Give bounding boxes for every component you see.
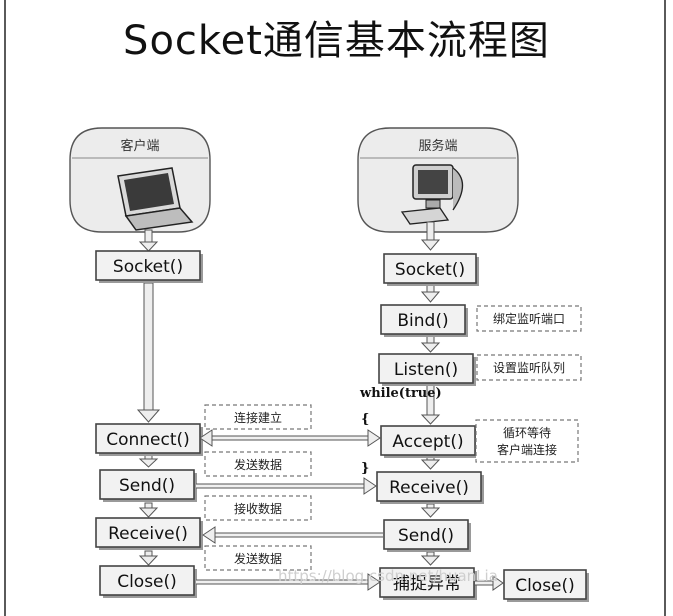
send-note-label: 发送数据 <box>234 457 282 472</box>
client-connect-box: Connect() <box>95 423 203 456</box>
server-bind-box: Bind() <box>380 304 468 337</box>
diagram-title: Socket通信基本流程图 <box>123 18 550 64</box>
server-send-box: Send() <box>383 519 471 552</box>
server-header-label: 服务端 <box>418 138 457 154</box>
server-accept-box: Accept() <box>380 425 478 458</box>
server-catch-label: 捕捉异常 <box>393 574 461 594</box>
watermark-text: https://blog.csdn.net/huanLia <box>278 567 498 585</box>
server-receive-box: Receive() <box>376 471 484 504</box>
server-close-label: Close() <box>515 576 575 596</box>
client-close-box: Close() <box>99 565 197 598</box>
accept-note-line1: 循环等待 <box>503 426 551 440</box>
while-loop-label: while(true) <box>359 386 442 401</box>
client-close-label: Close() <box>117 572 177 592</box>
laptop-icon <box>117 167 194 231</box>
accept-note-line2: 客户端连接 <box>497 442 557 457</box>
server-receive-label: Receive() <box>389 478 469 498</box>
close-note-label: 发送数据 <box>234 551 282 566</box>
server-accept-label: Accept() <box>392 432 463 452</box>
client-socket-box: Socket() <box>95 250 203 283</box>
client-receive-box: Receive() <box>95 517 203 550</box>
server-listen-label: Listen() <box>394 360 458 380</box>
client-connect-label: Connect() <box>106 430 190 450</box>
send-note: 发送数据 <box>204 451 312 477</box>
client-socket-label: Socket() <box>113 257 183 277</box>
server-socket-label: Socket() <box>395 260 465 280</box>
client-connectors <box>136 229 161 566</box>
receive-note: 接收数据 <box>204 495 312 521</box>
client-send-box: Send() <box>99 469 197 502</box>
catch-to-close-arrow <box>475 575 504 591</box>
client-receive-label: Receive() <box>108 524 188 544</box>
listen-note-label: 设置监听队列 <box>493 360 565 375</box>
loop-close-brace: } <box>361 461 369 476</box>
connect-note-label: 连接建立 <box>234 410 282 425</box>
client-header-label: 客户端 <box>120 138 159 154</box>
receive-note-label: 接收数据 <box>234 501 282 516</box>
receive-arrow <box>202 526 383 544</box>
server-socket-box: Socket() <box>383 253 479 286</box>
accept-note: 循环等待 客户端连接 <box>475 419 579 463</box>
connect-arrow <box>199 429 381 447</box>
frame-right-border <box>664 0 666 616</box>
server-listen-box: Listen() <box>378 353 476 386</box>
frame-left-border <box>4 0 6 616</box>
send-arrow <box>196 477 377 495</box>
bind-note: 绑定监听端口 <box>476 305 582 332</box>
connect-note: 连接建立 <box>204 404 312 430</box>
bind-note-label: 绑定监听端口 <box>493 311 565 326</box>
server-bind-label: Bind() <box>397 311 448 331</box>
server-catch-box: 捕捉异常 <box>379 567 477 600</box>
close-arrow <box>196 573 381 591</box>
listen-note: 设置监听队列 <box>476 354 582 381</box>
desktop-computer-icon <box>400 164 464 225</box>
client-send-label: Send() <box>119 476 175 496</box>
server-send-label: Send() <box>398 526 454 546</box>
loop-open-brace: { <box>361 412 369 427</box>
server-close-box: Close() <box>503 569 589 602</box>
close-note: 发送数据 <box>204 545 312 571</box>
